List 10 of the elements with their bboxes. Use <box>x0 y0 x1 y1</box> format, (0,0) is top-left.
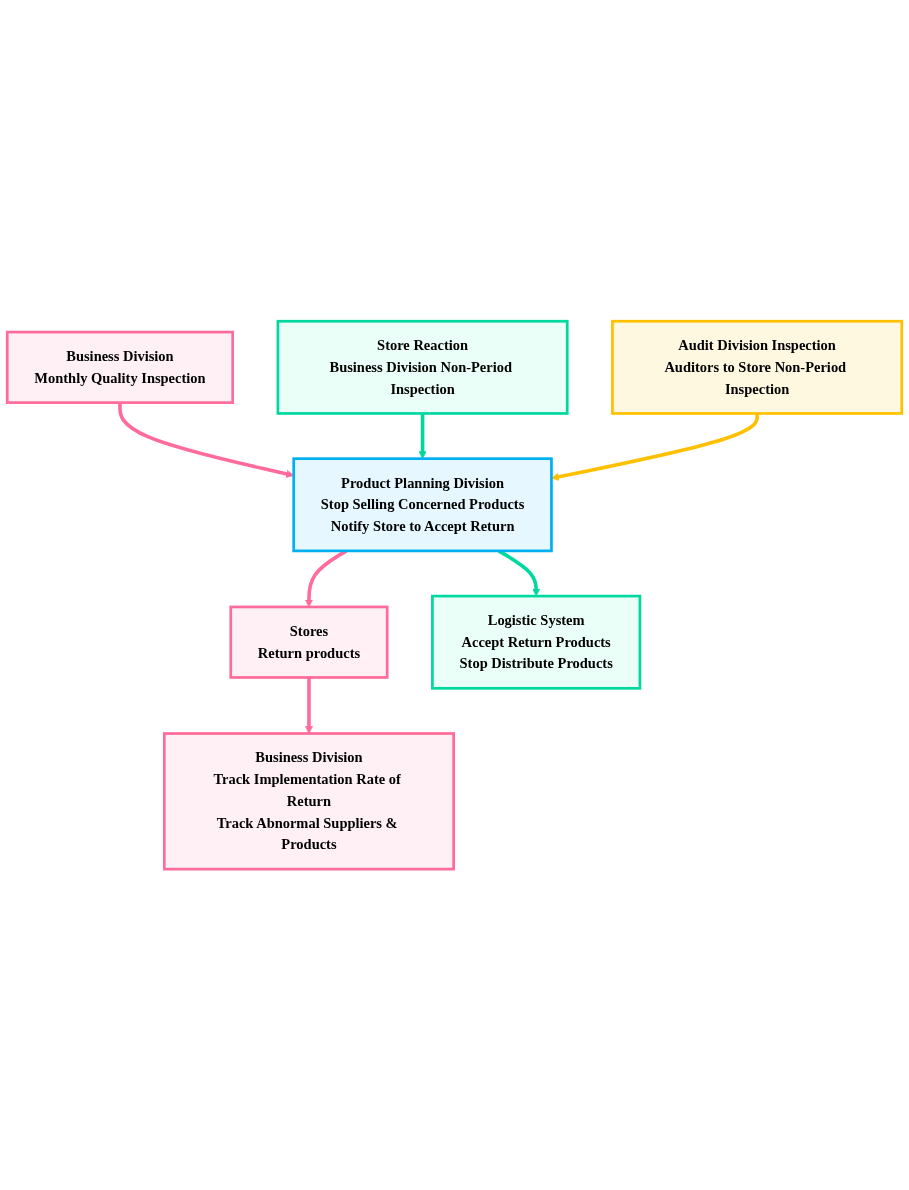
node-box: Audit Division Inspection Auditors to Store Non-Period Inspection <box>611 319 904 415</box>
node-box: Stores Return products <box>229 605 389 679</box>
node-box: Logistic System Accept Return Products Stop Distribute Products <box>431 594 642 690</box>
arrow <box>305 677 313 734</box>
arrow <box>418 413 427 459</box>
arrow <box>551 413 759 481</box>
node-box: Product Planning Division Stop Selling Concerned Products Notify Store to Accept Return <box>292 457 553 553</box>
node-box: Store Reaction Business Division Non-Period Inspection <box>276 319 569 415</box>
node-box: Business Division Monthly Quality Inspection <box>5 330 235 404</box>
node-box: Business Division Track Implementation Rate of Return Track Abnormal Suppliers & Products <box>162 731 455 871</box>
